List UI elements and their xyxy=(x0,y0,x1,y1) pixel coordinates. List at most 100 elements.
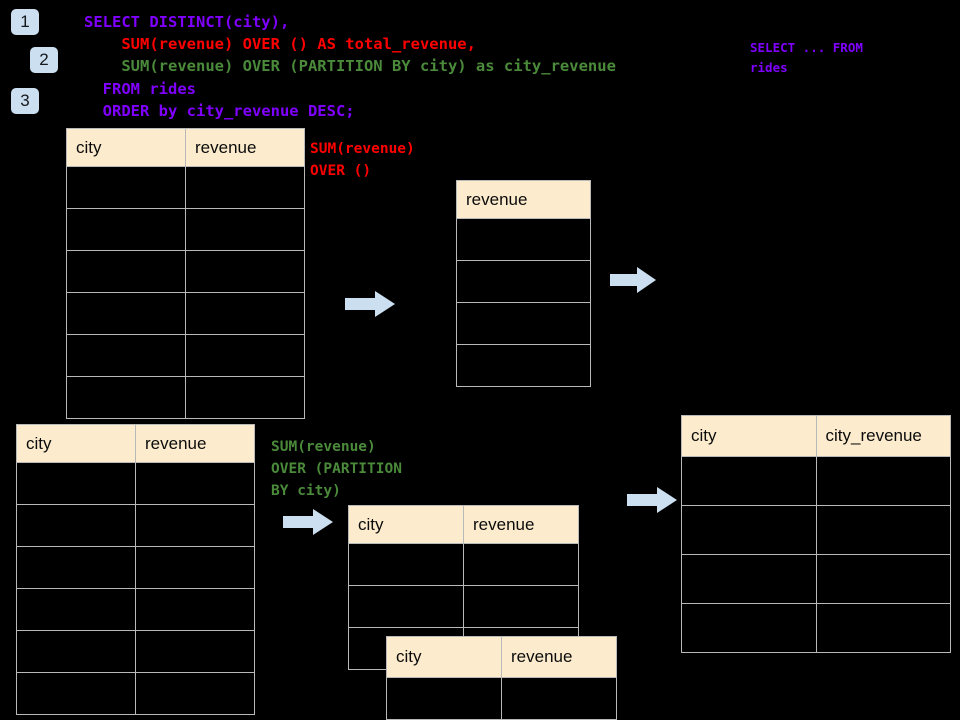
cell xyxy=(456,260,591,303)
cell xyxy=(815,505,951,555)
cell xyxy=(66,250,186,293)
sql-line-select: SELECT DISTINCT(city), xyxy=(84,13,290,31)
table-row xyxy=(456,344,591,387)
table-row xyxy=(66,376,305,419)
arrow-source-to-total-icon xyxy=(345,291,395,317)
table-row xyxy=(66,292,305,335)
cell xyxy=(66,334,186,377)
cell xyxy=(66,208,186,251)
table-row xyxy=(456,218,591,261)
cell xyxy=(681,505,817,555)
sql-side-note-select-from-rides: SELECT ... FROM rides xyxy=(750,40,863,75)
column-header-city-revenue: city_revenue xyxy=(815,415,951,457)
cell xyxy=(66,292,186,335)
table-source-top: city revenue xyxy=(66,128,305,419)
column-header-city: city xyxy=(348,505,464,544)
cell xyxy=(135,504,255,547)
arrow-partition-to-result-icon xyxy=(627,487,677,513)
column-header-city: city xyxy=(66,128,186,167)
cell xyxy=(66,376,186,419)
cell xyxy=(681,554,817,604)
table-partition-group-front: city revenue xyxy=(386,636,617,720)
cell xyxy=(135,588,255,631)
cell xyxy=(16,462,136,505)
table-row xyxy=(66,166,305,209)
cell xyxy=(135,462,255,505)
cell xyxy=(16,672,136,715)
column-header-revenue: revenue xyxy=(456,180,591,219)
table-header-row: city revenue xyxy=(348,505,579,544)
sql-line-order-by: ORDER by city_revenue DESC; xyxy=(84,102,355,120)
table-row xyxy=(66,250,305,293)
table-row xyxy=(16,630,255,673)
step-badge-2: 2 xyxy=(30,47,58,73)
column-header-city: city xyxy=(16,424,136,463)
cell xyxy=(16,588,136,631)
step-badge-3: 3 xyxy=(11,88,39,114)
table-row xyxy=(681,456,951,506)
cell xyxy=(66,166,186,209)
cell xyxy=(456,344,591,387)
cell xyxy=(185,376,305,419)
cell xyxy=(185,292,305,335)
table-row xyxy=(386,677,617,720)
cell xyxy=(135,546,255,589)
cell xyxy=(185,166,305,209)
table-row xyxy=(681,603,951,653)
cell xyxy=(16,504,136,547)
table-header-row: city revenue xyxy=(386,636,617,678)
table-row xyxy=(16,546,255,589)
cell xyxy=(135,630,255,673)
arrow-source-to-partition-icon xyxy=(283,509,333,535)
cell xyxy=(681,456,817,506)
arrow-total-to-result-icon xyxy=(610,267,656,293)
annotation-sum-over-empty: SUM(revenue) OVER () xyxy=(310,141,415,179)
cell xyxy=(815,603,951,653)
cell xyxy=(815,456,951,506)
annotation-sum-over-partition: SUM(revenue) OVER (PARTITION BY city) xyxy=(271,439,402,499)
table-row xyxy=(681,554,951,604)
sql-line-from: FROM rides xyxy=(84,80,196,98)
step-badge-1: 1 xyxy=(11,9,39,35)
cell xyxy=(16,546,136,589)
cell xyxy=(815,554,951,604)
cell xyxy=(681,603,817,653)
table-row xyxy=(16,504,255,547)
table-result: city city_revenue xyxy=(681,415,951,653)
table-row xyxy=(456,260,591,303)
column-header-revenue: revenue xyxy=(501,636,617,678)
cell xyxy=(463,585,579,628)
column-header-city: city xyxy=(681,415,817,457)
cell xyxy=(185,334,305,377)
cell xyxy=(456,218,591,261)
cell xyxy=(135,672,255,715)
table-row xyxy=(16,588,255,631)
table-row xyxy=(456,302,591,345)
sql-line-city-revenue: SUM(revenue) OVER (PARTITION BY city) as… xyxy=(84,57,616,75)
cell xyxy=(185,208,305,251)
table-row xyxy=(16,462,255,505)
table-row xyxy=(66,208,305,251)
table-row xyxy=(16,672,255,715)
table-row xyxy=(348,585,579,628)
cell xyxy=(185,250,305,293)
table-header-row: revenue xyxy=(456,180,591,219)
cell xyxy=(348,585,464,628)
column-header-revenue: revenue xyxy=(463,505,579,544)
table-row xyxy=(348,543,579,586)
column-header-revenue: revenue xyxy=(135,424,255,463)
table-header-row: city city_revenue xyxy=(681,415,951,457)
cell xyxy=(463,543,579,586)
cell xyxy=(16,630,136,673)
table-row xyxy=(681,505,951,555)
table-header-row: city revenue xyxy=(16,424,255,463)
column-header-revenue: revenue xyxy=(185,128,305,167)
cell xyxy=(348,543,464,586)
cell xyxy=(501,677,617,720)
table-total-revenue: revenue xyxy=(456,180,591,387)
table-row xyxy=(66,334,305,377)
cell xyxy=(386,677,502,720)
sql-line-total-revenue: SUM(revenue) OVER () AS total_revenue, xyxy=(84,35,476,53)
cell xyxy=(456,302,591,345)
